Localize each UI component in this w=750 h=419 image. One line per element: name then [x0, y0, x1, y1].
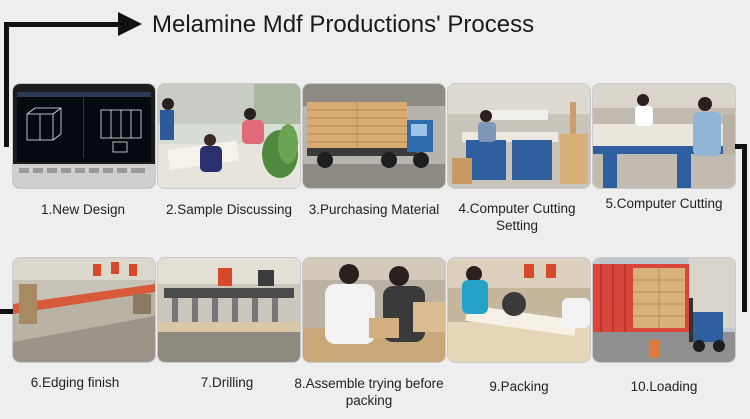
flow-line-bottom-left: [0, 309, 14, 314]
photo-edging-finish: [13, 258, 155, 362]
photo-assemble-trying: [303, 258, 445, 362]
flow-line-right-vertical: [742, 144, 747, 312]
flow-line-right-horizontal: [735, 144, 747, 149]
photo-computer-cutting-setting: [448, 84, 590, 188]
step-label: 6.Edging finish: [30, 375, 120, 390]
step-label: 7.Drilling: [200, 375, 254, 390]
photo-loading: [593, 258, 735, 362]
step-label: 5.Computer Cutting: [605, 196, 723, 211]
photo-packing: [448, 258, 590, 362]
step-label: 9.Packing: [489, 379, 549, 394]
photo-drilling: [158, 258, 300, 362]
photo-new-design: [13, 84, 155, 188]
page-title: Melamine Mdf Productions' Process: [152, 11, 535, 38]
step-label: 2.Sample Discussing: [165, 202, 293, 217]
photo-sample-discussing: [158, 84, 300, 188]
step-label: 10.Loading: [630, 379, 698, 394]
step-label: 4.Computer Cutting Setting: [458, 201, 576, 233]
step-label: 1.New Design: [40, 202, 126, 217]
photo-purchasing-material: [303, 84, 445, 188]
flow-line-top-left-vertical: [4, 22, 9, 147]
flow-arrow-icon: [118, 12, 142, 36]
flow-line-top-horizontal: [4, 22, 120, 27]
step-label: 8.Assemble trying before packing: [294, 376, 444, 408]
step-label: 3.Purchasing Material: [308, 202, 440, 217]
photo-computer-cutting: [593, 84, 735, 188]
